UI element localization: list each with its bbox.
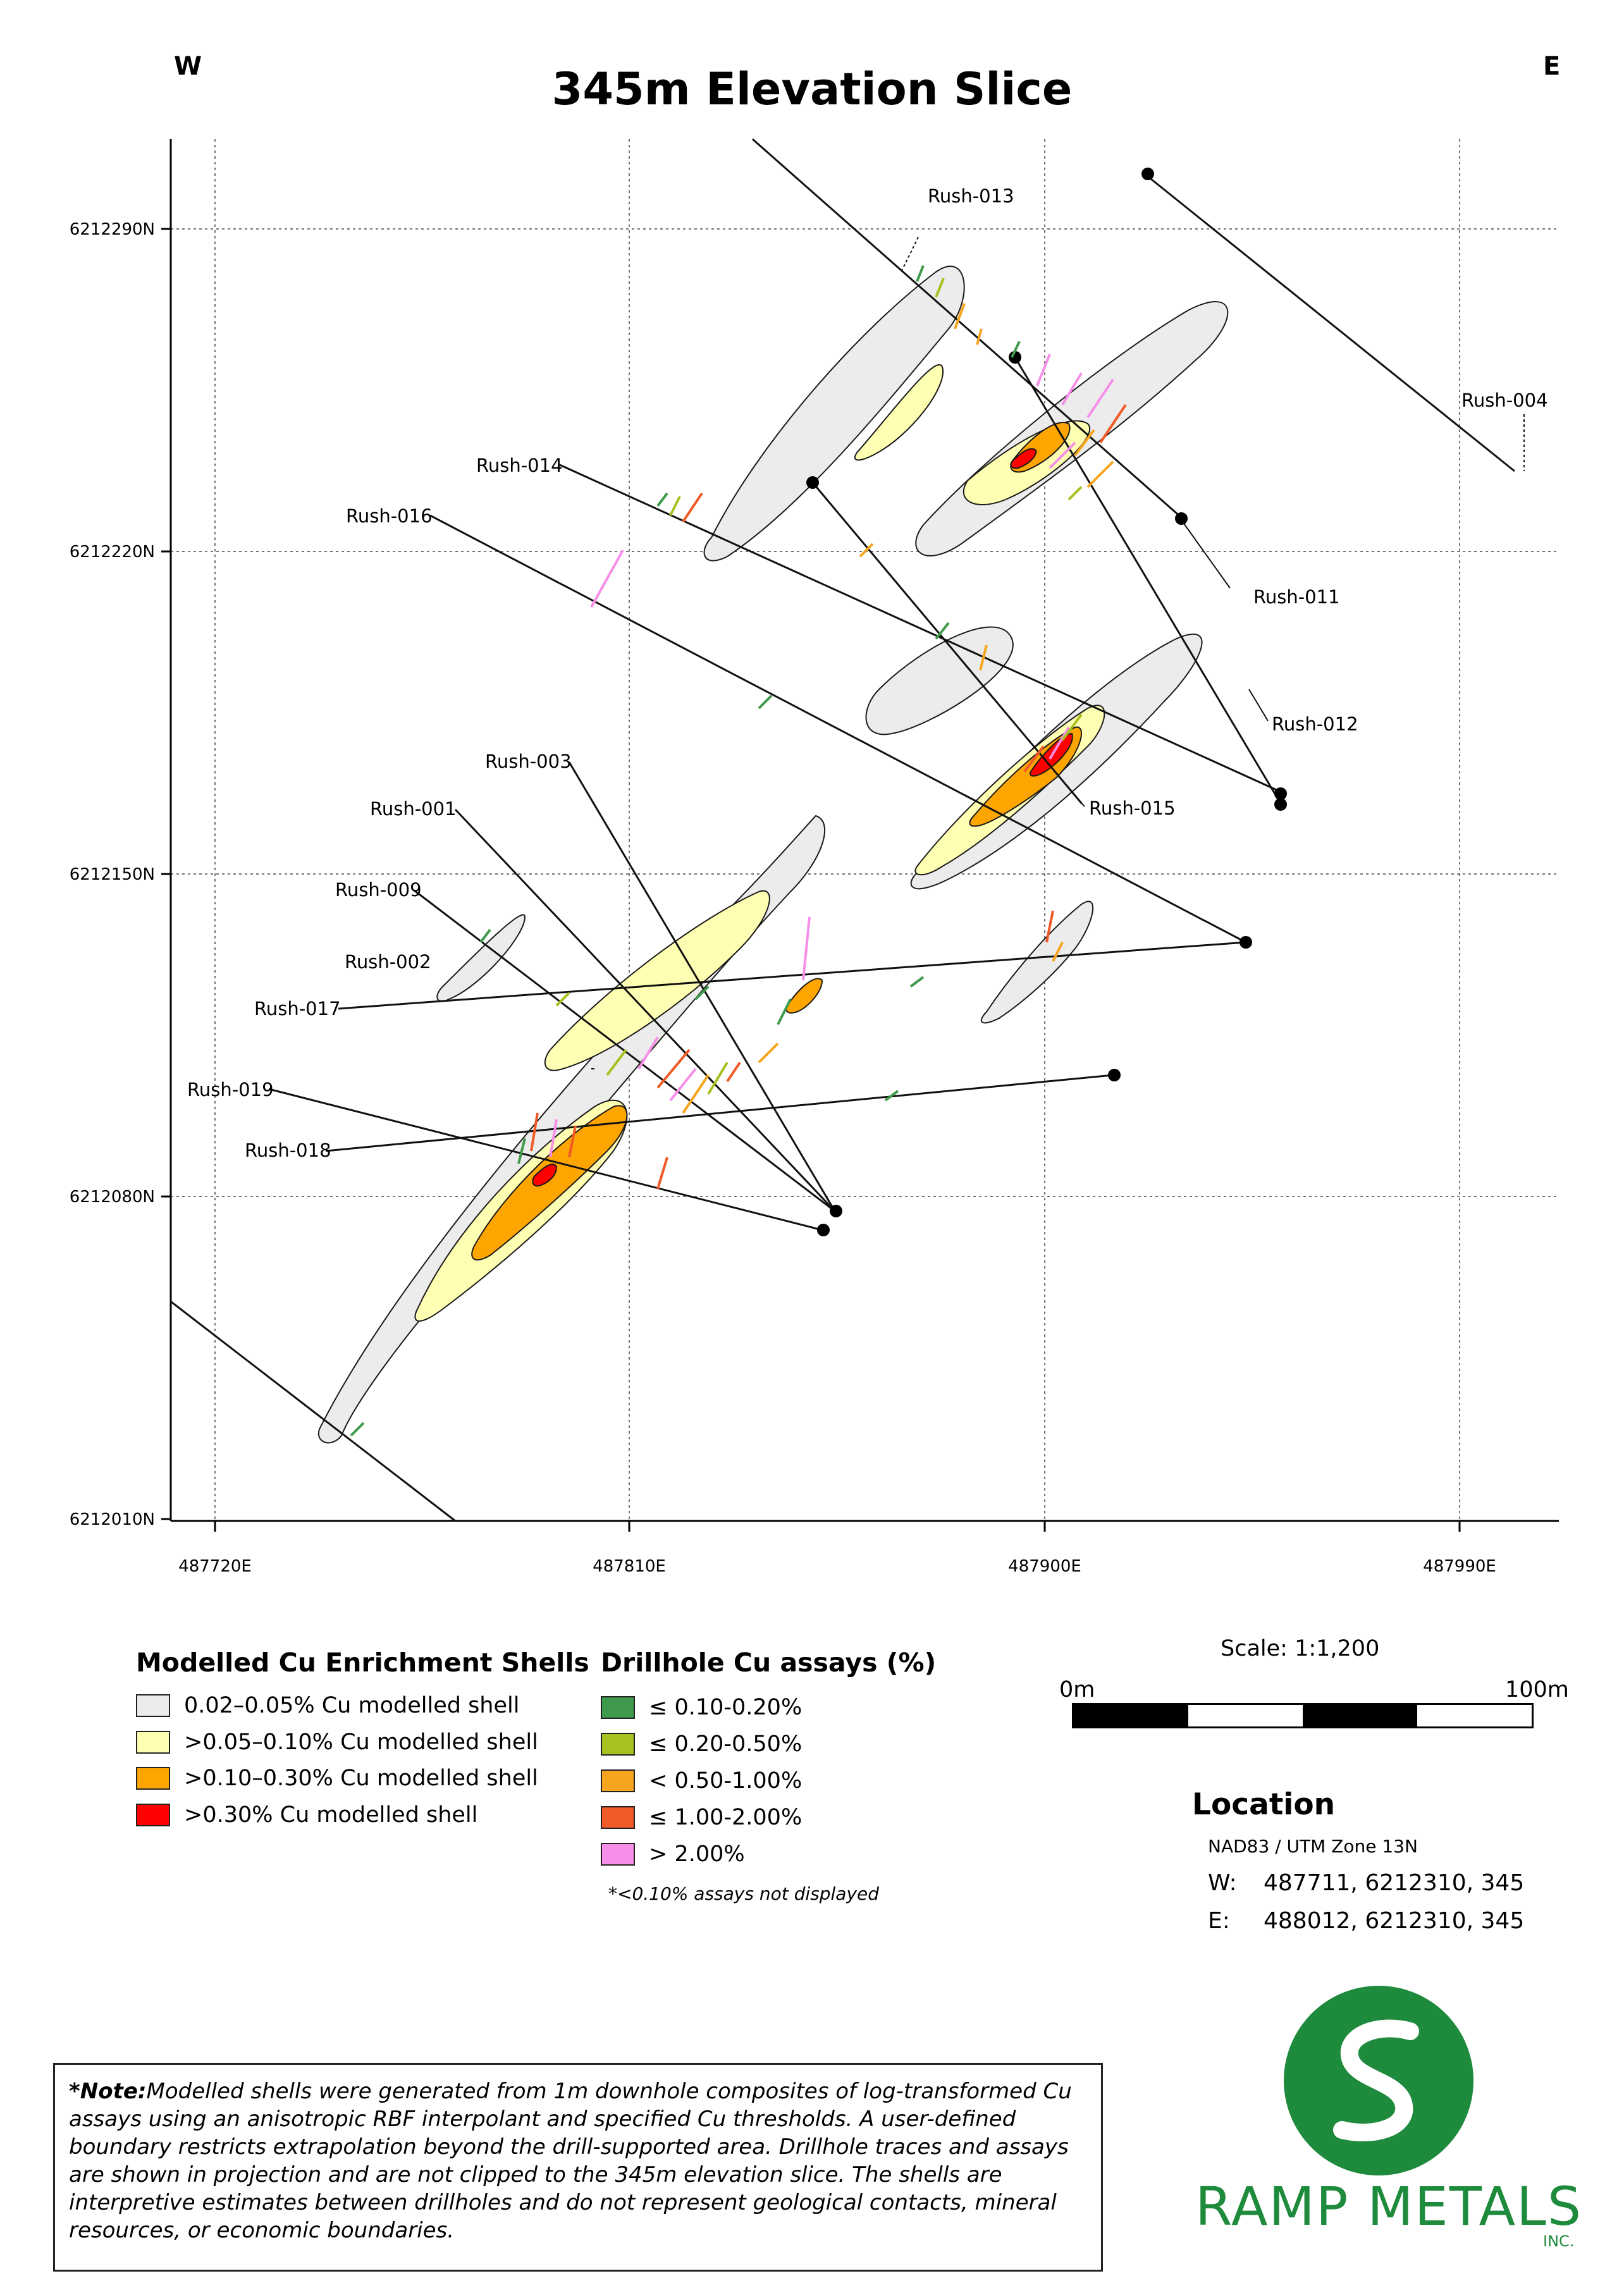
logo-suffix: INC. bbox=[1543, 2232, 1575, 2250]
drillhole-label: Rush-019 bbox=[187, 1079, 274, 1100]
legend-swatch bbox=[136, 1694, 170, 1717]
compass-west: W bbox=[174, 52, 202, 81]
assays-legend-title: Drillhole Cu assays (%) bbox=[601, 1647, 937, 1678]
legend-label: >0.30% Cu modelled shell bbox=[184, 1802, 478, 1828]
drillhole-label: Rush-003 bbox=[485, 751, 572, 772]
grid-lines bbox=[171, 139, 1559, 1521]
shells-legend-item: >0.10–0.30% Cu modelled shell bbox=[136, 1766, 538, 1791]
logo-wordmark: RAMP METALS bbox=[1195, 2175, 1583, 2237]
legend-label: ≤ 1.00-2.00% bbox=[649, 1805, 803, 1830]
drillhole-label: Rush-013 bbox=[928, 185, 1014, 207]
y-tick-label: 6212010N bbox=[70, 1510, 155, 1529]
assays-legend-item: > 2.00% bbox=[601, 1842, 745, 1867]
location-title: Location bbox=[1192, 1787, 1336, 1822]
drillhole-label: Rush-011 bbox=[1253, 586, 1340, 608]
map-title: 345m Elevation Slice bbox=[551, 63, 1073, 115]
location-east-value: 488012, 6212310, 345 bbox=[1264, 1908, 1525, 1934]
legend-label: >0.10–0.30% Cu modelled shell bbox=[184, 1766, 538, 1791]
compass-east: E bbox=[1543, 52, 1561, 81]
assays-legend-item: ≤ 1.00-2.00% bbox=[601, 1805, 802, 1830]
scale-bar bbox=[1072, 1703, 1534, 1728]
shells-legend-item: >0.05–0.10% Cu modelled shell bbox=[136, 1730, 538, 1755]
drillhole-label: Rush-002 bbox=[345, 951, 431, 973]
legend-swatch bbox=[601, 1806, 635, 1829]
legend-label: 0.02–0.05% Cu modelled shell bbox=[184, 1693, 520, 1718]
y-tick-label: 6212150N bbox=[70, 865, 155, 884]
note-lead: *Note: bbox=[69, 2079, 147, 2104]
drillhole-label: Rush-012 bbox=[1272, 713, 1358, 735]
legend-swatch bbox=[136, 1804, 170, 1826]
assays-legend-item: < 0.50-1.00% bbox=[601, 1768, 802, 1794]
drillhole-label: Rush-001 bbox=[370, 798, 457, 820]
drillhole-label: Rush-015 bbox=[1089, 797, 1176, 819]
scale-label: Scale: 1:1,200 bbox=[1221, 1636, 1380, 1661]
shells-legend-title: Modelled Cu Enrichment Shells bbox=[136, 1647, 589, 1678]
drillhole-label: Rush-016 bbox=[346, 505, 433, 527]
x-tick-label: 487720E bbox=[178, 1557, 252, 1576]
legend-label: ≤ 0.20-0.50% bbox=[649, 1732, 803, 1757]
x-tick-label: 487900E bbox=[1008, 1557, 1081, 1576]
collar-markers bbox=[806, 168, 1287, 1236]
scale-end: 100m bbox=[1505, 1677, 1569, 1702]
note-text: Modelled shells were generated from 1m d… bbox=[69, 2079, 1072, 2243]
legend-swatch bbox=[601, 1843, 635, 1866]
scale-start: 0m bbox=[1059, 1677, 1095, 1702]
legend-swatch bbox=[601, 1769, 635, 1792]
assays-legend-item: ≤ 0.20-0.50% bbox=[601, 1732, 802, 1757]
legend-swatch bbox=[601, 1733, 635, 1756]
location-west-label: W: bbox=[1208, 1870, 1237, 1896]
y-tick-label: 6212080N bbox=[70, 1188, 155, 1207]
ramp-metals-logo-icon bbox=[1284, 1986, 1473, 2175]
shells-legend-item: 0.02–0.05% Cu modelled shell bbox=[136, 1693, 519, 1718]
label-leaders bbox=[591, 237, 1525, 1069]
assay-ticks bbox=[350, 265, 1127, 1437]
legend-swatch bbox=[136, 1767, 170, 1790]
drillhole-label: Rush-014 bbox=[476, 455, 563, 476]
drillhole-label: Rush-017 bbox=[254, 998, 341, 1019]
legend-label: ≤ 0.10-0.20% bbox=[649, 1695, 803, 1720]
x-tick-label: 487990E bbox=[1423, 1557, 1496, 1576]
location-east-label: E: bbox=[1208, 1908, 1230, 1934]
y-tick-label: 6212290N bbox=[70, 220, 155, 239]
assays-footnote: *<0.10% assays not displayed bbox=[608, 1883, 880, 1904]
legend-label: < 0.50-1.00% bbox=[649, 1768, 803, 1794]
legend-swatch bbox=[601, 1696, 635, 1719]
drillhole-traces bbox=[170, 138, 1515, 1522]
location-datum: NAD83 / UTM Zone 13N bbox=[1208, 1836, 1418, 1857]
drillhole-label: Rush-009 bbox=[335, 879, 422, 901]
drillhole-label: Rush-018 bbox=[245, 1140, 331, 1161]
shells-legend-item: >0.30% Cu modelled shell bbox=[136, 1802, 477, 1828]
map-plot: 6212290N 6212220N 6212150N 6212080N 6212… bbox=[70, 138, 1559, 1576]
drillhole-label: Rush-004 bbox=[1461, 390, 1548, 411]
legend-swatch bbox=[136, 1731, 170, 1754]
assays-legend-item: ≤ 0.10-0.20% bbox=[601, 1695, 802, 1720]
note-box: *Note:Modelled shells were generated fro… bbox=[53, 2063, 1103, 2272]
legend-label: >0.05–0.10% Cu modelled shell bbox=[184, 1730, 538, 1755]
location-west-value: 487711, 6212310, 345 bbox=[1264, 1870, 1525, 1896]
x-tick-label: 487810E bbox=[593, 1557, 666, 1576]
legend-label: > 2.00% bbox=[649, 1842, 745, 1867]
y-tick-label: 6212220N bbox=[70, 543, 155, 562]
